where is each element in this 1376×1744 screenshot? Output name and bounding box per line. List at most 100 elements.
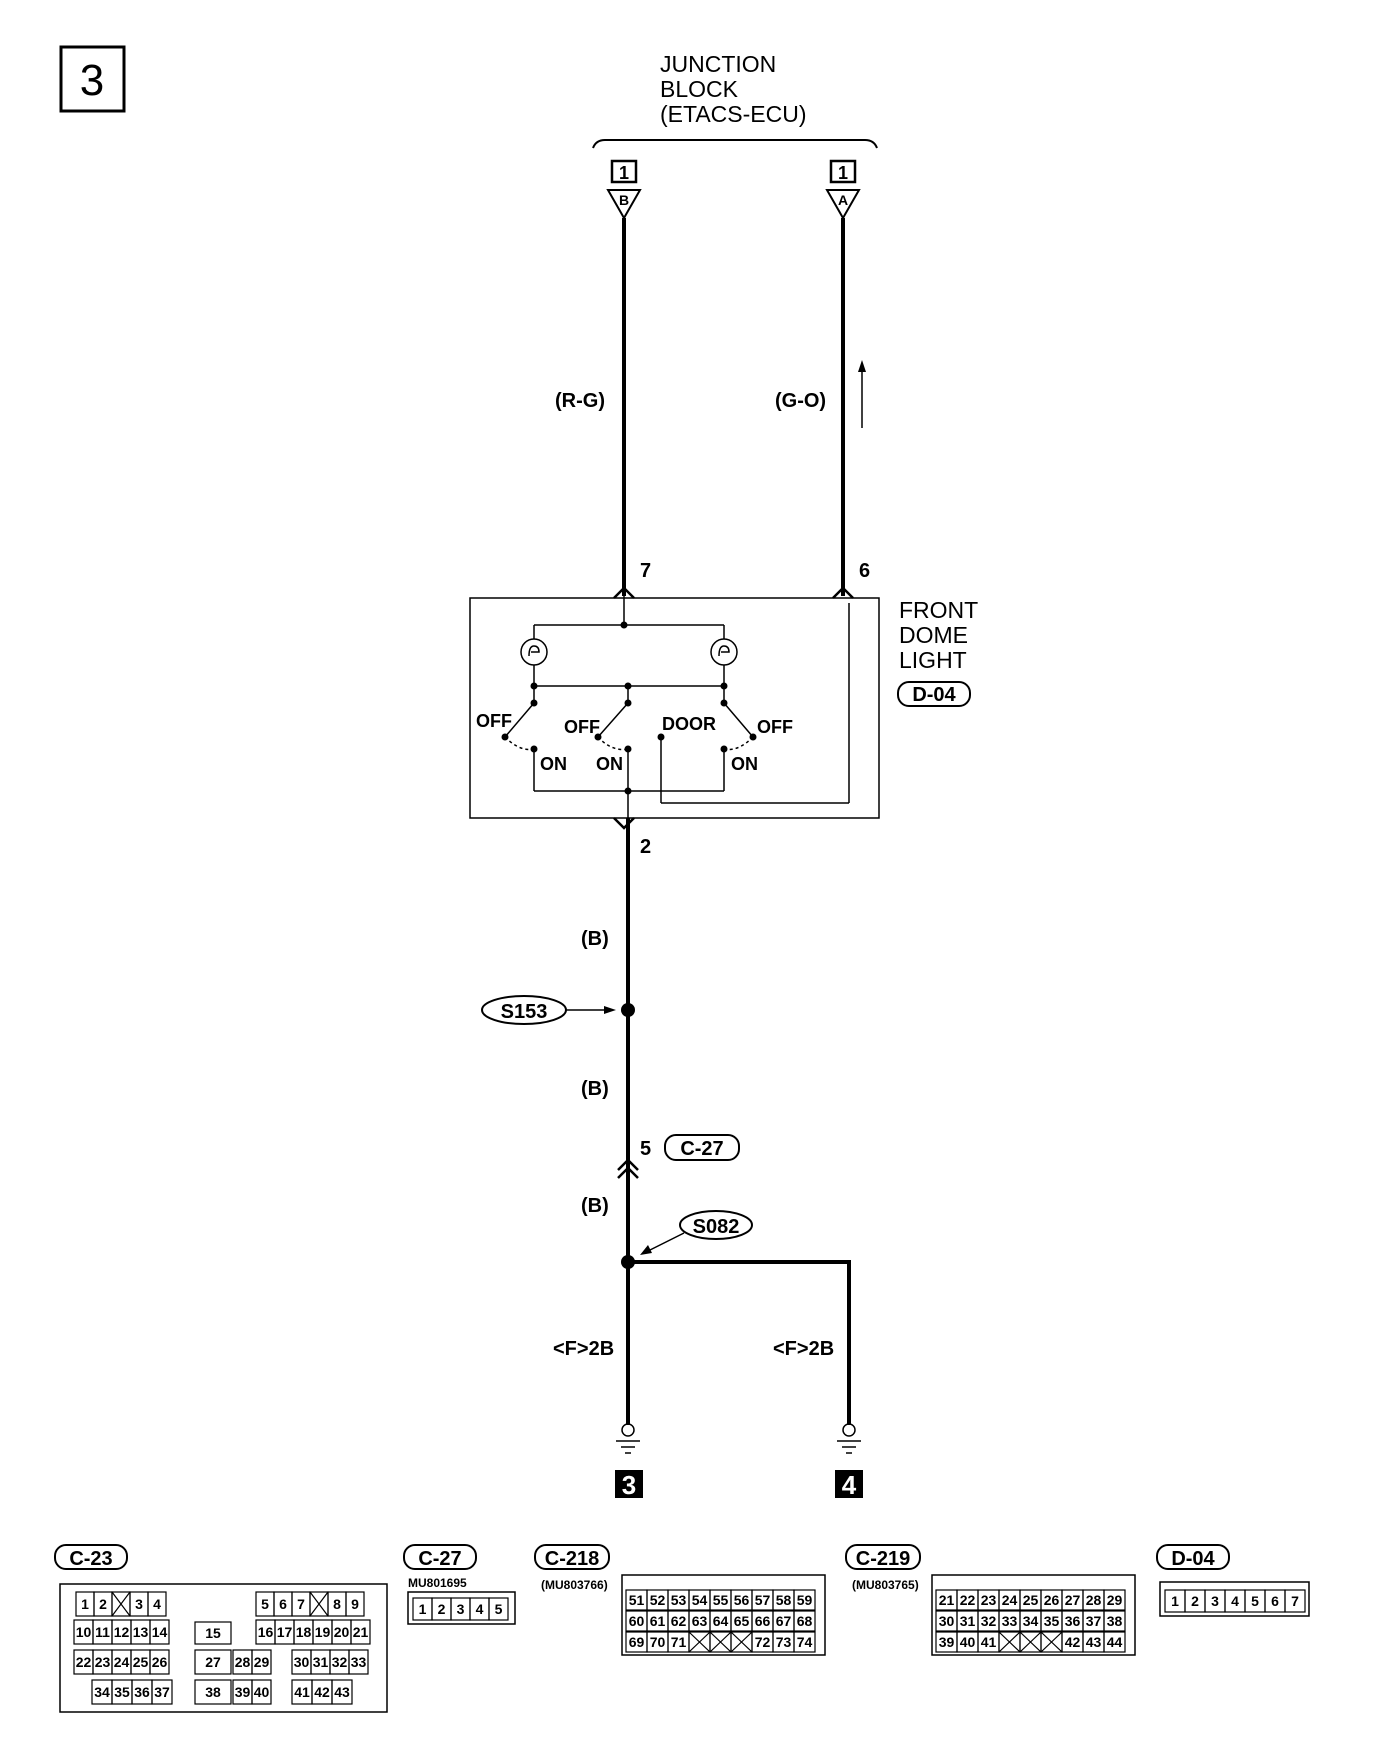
c23-pin-number: 18 [296, 1624, 312, 1640]
c219-label-badge [845, 1544, 921, 1570]
c219-connector-view [931, 1574, 1136, 1656]
switch-linkage-dashed [504, 736, 754, 751]
wire-label-b-1: (B) [581, 928, 609, 950]
c23-pin-number: 32 [332, 1654, 348, 1670]
splice-s153-pointer-head [604, 1006, 616, 1014]
c27-pin-number: 5 [495, 1601, 503, 1617]
c23-pin-number: 36 [134, 1684, 150, 1700]
c218-grid-pin-number: 55 [713, 1592, 729, 1608]
page-number: 3 [80, 56, 104, 105]
c23-pin-number: 42 [314, 1684, 330, 1700]
splice-s153-dot [621, 1003, 635, 1017]
jb-terminal-triangle-right [825, 189, 861, 221]
c218-grid-pin-number: 62 [671, 1613, 687, 1629]
switch-mid-door: DOOR [662, 714, 716, 734]
c23-cell [149, 1649, 170, 1675]
current-flow-arrow-head [858, 360, 866, 372]
c23-cell [345, 1591, 365, 1617]
c219-grid-pin-number: 30 [939, 1613, 955, 1629]
c23-pin-number: 23 [95, 1654, 111, 1670]
d04-pin-number: 7 [1291, 1593, 1299, 1609]
c23-pin-number: 3 [135, 1596, 143, 1612]
c23-pin-number: 17 [277, 1624, 293, 1640]
wire-label-b-3: (B) [581, 1195, 609, 1217]
c219-grid-pin-number: 41 [981, 1634, 997, 1650]
c219-grid-pin-number: 21 [939, 1592, 955, 1608]
c23-blank-pin [309, 1591, 329, 1617]
c23-pin-number: 38 [205, 1684, 221, 1700]
c23-pin-number: 34 [94, 1684, 110, 1700]
c27-pin-number: 2 [438, 1601, 446, 1617]
c23-pin-number: 2 [99, 1596, 107, 1612]
junction-block-label-1: JUNCTION [660, 51, 776, 77]
c218-grid-blank-pin [688, 1631, 711, 1653]
dome-light-label-1: FRONT [899, 597, 978, 623]
ground-label-right: <F>2B [773, 1338, 834, 1360]
c219-grid-blank-pin [1019, 1631, 1042, 1653]
c23-pin-number: 4 [153, 1596, 161, 1612]
c218-grid-pin-number: 60 [629, 1613, 645, 1629]
c23-pin-number: 39 [235, 1684, 251, 1700]
c218-grid-pin-number: 64 [713, 1613, 729, 1629]
c219-grid-pin-number: 43 [1086, 1634, 1102, 1650]
c218-label: C-218 [545, 1548, 599, 1570]
page-number-box [59, 45, 126, 113]
d04-connector-view [1159, 1581, 1310, 1617]
c218-grid-cell [793, 1610, 816, 1632]
c219-label: C-219 [856, 1548, 910, 1570]
c23-pin-number: 8 [333, 1596, 341, 1612]
c219-grid-pin-number: 24 [1002, 1592, 1018, 1608]
d04-cell [1284, 1589, 1306, 1613]
c218-grid-pin-number: 70 [650, 1634, 666, 1650]
c23-cell [149, 1619, 170, 1645]
c23-pin-number: 9 [351, 1596, 359, 1612]
c23-pin-number: 31 [313, 1654, 329, 1670]
c23-pin-number: 35 [114, 1684, 130, 1700]
c23-pin-number: 41 [294, 1684, 310, 1700]
ground-ref-4-box [835, 1470, 863, 1498]
c23-pin-number: 27 [205, 1654, 221, 1670]
c23-label: C-23 [69, 1548, 112, 1570]
junction-block-bracket [592, 139, 878, 149]
d04-pin-number: 2 [1191, 1593, 1199, 1609]
c218-grid-pin-number: 57 [755, 1592, 771, 1608]
c218-connector-view [621, 1574, 826, 1656]
c27-view-label-badge [403, 1544, 477, 1570]
c23-pin-number: 16 [258, 1624, 274, 1640]
ground-ref-3: 3 [622, 1470, 636, 1500]
c23-pin-number: 12 [114, 1624, 130, 1640]
jb-terminal-num-left: 1 [619, 163, 629, 183]
d04-pin-number: 5 [1251, 1593, 1259, 1609]
c27-connector-view [407, 1591, 516, 1625]
ground-symbol-right [837, 1423, 861, 1454]
switch-left-off: OFF [476, 711, 512, 731]
c218-grid-pin-number: 67 [776, 1613, 792, 1629]
c27-connector-label: C-27 [680, 1138, 723, 1160]
c219-grid-pin-number: 26 [1044, 1592, 1060, 1608]
splice-s153-label: S153 [501, 1001, 548, 1023]
ground-symbol-left [616, 1423, 640, 1454]
c218-grid-pin-number: 71 [671, 1634, 687, 1650]
c27-part-number: MU801695 [408, 1576, 467, 1590]
c219-grid-pin-number: 25 [1023, 1592, 1039, 1608]
switch-mid-on: ON [596, 754, 623, 774]
c218-label-badge [534, 1544, 610, 1570]
c23-pin-number: 33 [351, 1654, 367, 1670]
wire-black-branch [628, 1260, 851, 1425]
c27-pin-number: 4 [476, 1601, 484, 1617]
c219-grid-pin-number: 39 [939, 1634, 955, 1650]
c219-grid-pin-number: 40 [960, 1634, 976, 1650]
c218-grid-pin-number: 73 [776, 1634, 792, 1650]
c23-cell [147, 1591, 167, 1617]
c218-grid-pin-number: 58 [776, 1592, 792, 1608]
c219-grid-pin-number: 38 [1107, 1613, 1123, 1629]
d04-connector-label: D-04 [912, 684, 956, 706]
c23-pin-number: 40 [254, 1684, 270, 1700]
c218-grid-pin-number: 53 [671, 1592, 687, 1608]
switch-mid-off: OFF [564, 717, 600, 737]
pin-6-label: 6 [859, 560, 870, 582]
lamp-right-filament [718, 645, 730, 657]
